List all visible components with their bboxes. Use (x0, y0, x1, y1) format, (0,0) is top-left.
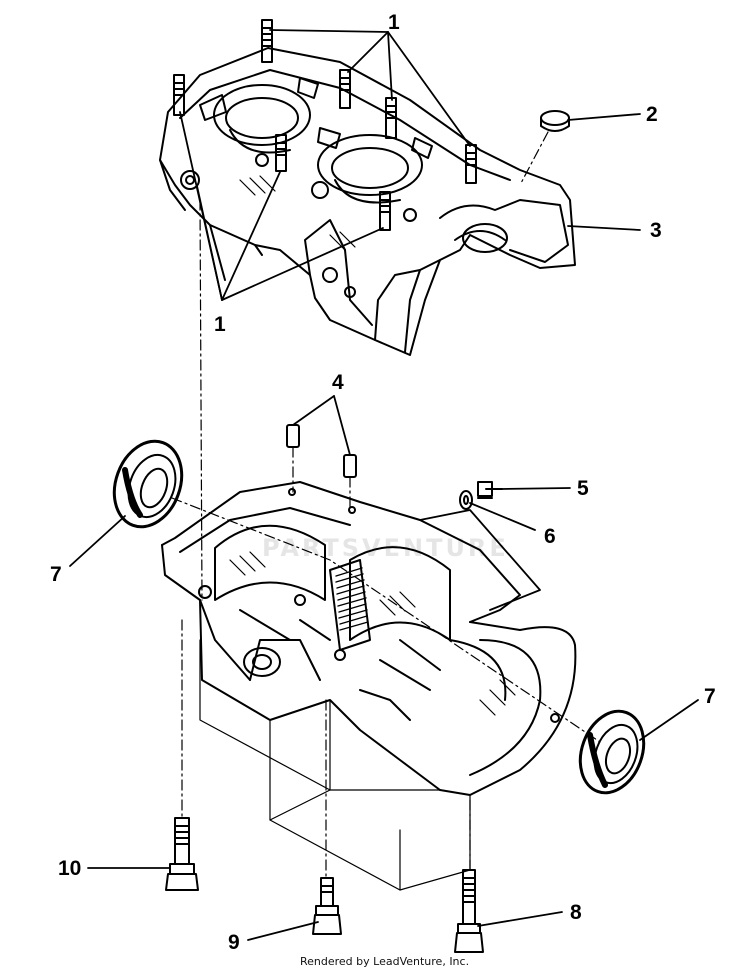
callout-9: 9 (228, 931, 240, 954)
washer (459, 490, 473, 510)
oil-seal-right (578, 709, 646, 795)
alignment-lines (171, 131, 601, 879)
upper-crankcase (159, 47, 576, 356)
callout-7-right: 7 (704, 685, 716, 708)
projection-lines (199, 639, 471, 891)
bolt-8 (454, 869, 484, 953)
leader-lines (69, 29, 699, 941)
lower-crankcase (161, 481, 577, 796)
callout-10: 10 (58, 857, 82, 880)
drain-screw (477, 481, 503, 499)
callout-8: 8 (570, 901, 582, 924)
callout-5: 5 (577, 477, 589, 500)
bolt-10 (165, 817, 199, 891)
callout-2: 2 (646, 103, 658, 126)
callout-3: 3 (650, 219, 662, 242)
dowel-pins (286, 424, 357, 478)
watermark-text: PARTSVENTURE (262, 534, 509, 562)
oil-seal-left (112, 439, 184, 529)
cylinder-studs (173, 19, 477, 231)
callout-4: 4 (332, 371, 344, 394)
bolt-9 (312, 877, 342, 935)
callout-7-left: 7 (50, 563, 62, 586)
plug-part (540, 110, 570, 132)
callout-1-bottom: 1 (214, 313, 226, 336)
callout-1-top: 1 (388, 11, 400, 34)
rendered-by-footer: Rendered by LeadVenture, Inc. (300, 955, 470, 968)
callout-6: 6 (544, 525, 556, 548)
